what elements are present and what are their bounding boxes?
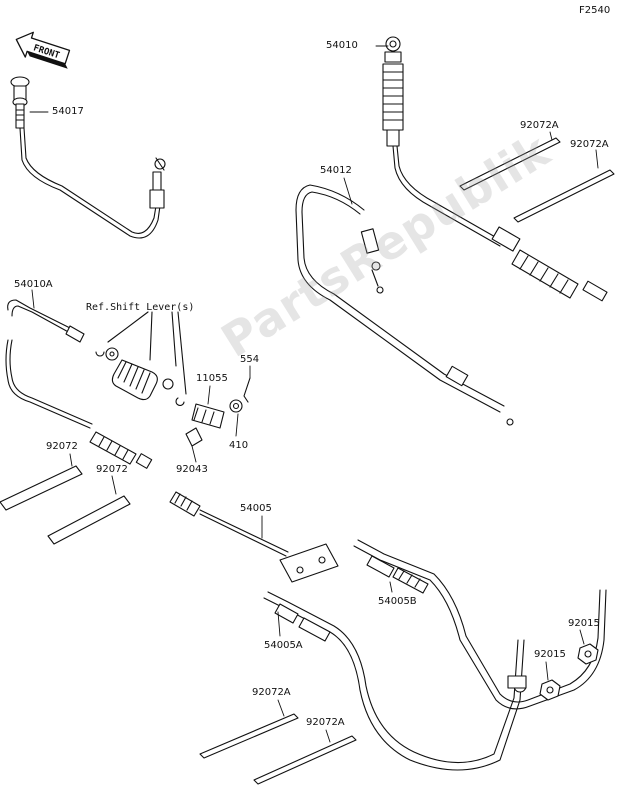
part-92043-label: 92043 xyxy=(176,464,208,475)
part-92072A-label-1: 92072A xyxy=(520,120,559,131)
figure-code: F2540 xyxy=(579,5,611,16)
part-54012-label: 54012 xyxy=(320,165,352,176)
part-54017-label: 54017 xyxy=(52,106,84,117)
front-arrow-icon: FRONT xyxy=(15,31,71,69)
cable-54005 xyxy=(169,491,339,583)
part-54010-label: 54010 xyxy=(326,40,358,51)
strap-92072-left xyxy=(0,465,131,545)
part-554-label: 554 xyxy=(240,354,260,365)
part-54005B-label: 54005B xyxy=(378,596,417,607)
part-410-label: 410 xyxy=(229,440,249,451)
part-92072A-label-4: 92072A xyxy=(306,717,345,728)
part-92072-label-1: 92072 xyxy=(46,441,78,452)
ref-note: Ref.Shift Lever(s) xyxy=(86,302,195,313)
part-11055-label: 11055 xyxy=(196,373,228,384)
part-92072A-label-3: 92072A xyxy=(252,687,291,698)
cable-54010 xyxy=(382,36,608,302)
cable-54005A xyxy=(263,591,527,771)
part-92072A-label-2: 92072A xyxy=(570,139,609,150)
cable-54017 xyxy=(10,76,166,239)
strap-92072A-lower xyxy=(199,713,357,785)
cable-54005B xyxy=(353,539,607,710)
part-92072-label-2: 92072 xyxy=(96,464,128,475)
cable-54010A xyxy=(5,299,153,469)
nut-92015 xyxy=(539,643,599,701)
part-54005A-label: 54005A xyxy=(264,640,303,651)
part-54010A-label: 54010A xyxy=(14,279,53,290)
leader-lines xyxy=(29,45,599,743)
strap-92072A-upper xyxy=(459,137,615,223)
part-92015-label-1: 92015 xyxy=(568,618,600,629)
shift-lever-parts xyxy=(95,311,251,447)
part-54005-label: 54005 xyxy=(240,503,272,514)
cable-54012 xyxy=(295,184,514,426)
part-92015-label-2: 92015 xyxy=(534,649,566,660)
